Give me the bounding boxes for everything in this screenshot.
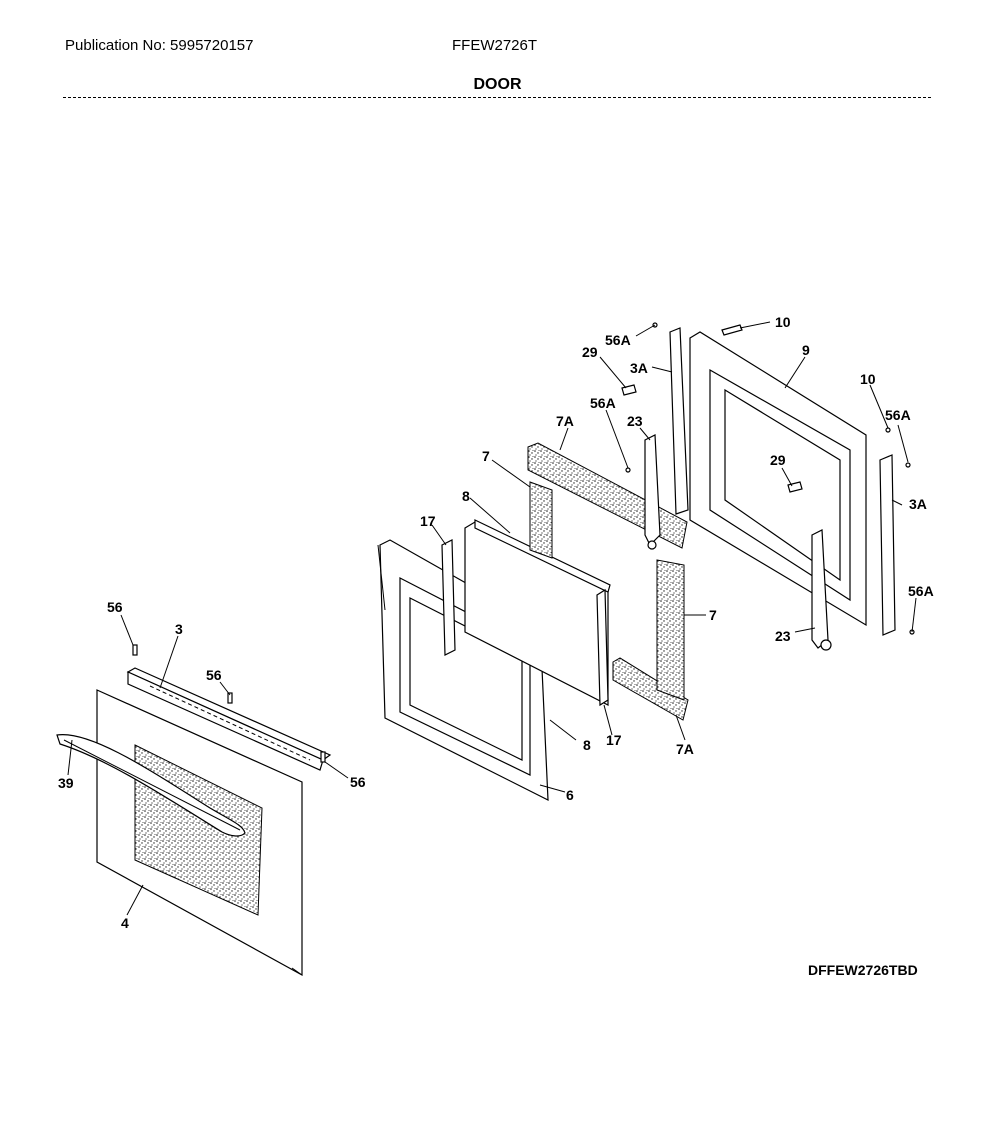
hinge-upper <box>644 434 661 550</box>
inner-door-frame <box>377 539 549 801</box>
callout-56a-right: 56A <box>885 407 911 423</box>
callout-7a-top: 7A <box>556 413 574 429</box>
callout-56-left: 56 <box>107 599 123 615</box>
leader-lines <box>67 321 917 916</box>
side-trim-left <box>669 327 689 515</box>
callout-56-right: 56 <box>350 774 366 790</box>
callout-8-top: 8 <box>462 488 470 504</box>
callout-23-top: 23 <box>627 413 643 429</box>
callout-7-left: 7 <box>482 448 490 464</box>
callout-29-center: 29 <box>770 452 786 468</box>
door-handle <box>56 734 246 837</box>
header-divider <box>63 97 931 98</box>
diagram-code: DFFEW2726TBD <box>808 962 918 978</box>
insulation-block-right <box>656 559 685 701</box>
side-bracket-right <box>596 588 609 707</box>
publication-number: Publication No: 5995720157 <box>65 37 254 54</box>
callout-17-bottom: 17 <box>606 732 622 748</box>
callout-6: 6 <box>566 787 574 803</box>
diagram-title: DOOR <box>473 76 522 93</box>
callout-17-top: 17 <box>420 513 436 529</box>
callout-39: 39 <box>58 775 74 791</box>
callout-56a-mid: 56A <box>590 395 616 411</box>
model-number: FFEW2726T <box>452 37 538 54</box>
insulation-strip-bottom <box>612 657 689 721</box>
callout-3a-right: 3A <box>909 496 927 512</box>
top-trim <box>126 667 332 771</box>
callout-56a-lower: 56A <box>908 583 934 599</box>
callout-9: 9 <box>802 342 810 358</box>
callout-29-left: 29 <box>582 344 598 360</box>
callout-10-top: 10 <box>775 314 791 330</box>
callout-7-right: 7 <box>709 607 717 623</box>
side-bracket-left <box>441 539 456 656</box>
callout-3: 3 <box>175 621 183 637</box>
callout-3a-left: 3A <box>630 360 648 376</box>
insulation-block-left <box>529 481 553 559</box>
glass-panel <box>464 519 611 706</box>
callout-8-bottom: 8 <box>583 737 591 753</box>
screws-and-pins <box>132 322 915 763</box>
callout-10-right: 10 <box>860 371 876 387</box>
callout-56-mid: 56 <box>206 667 222 683</box>
callout-7a-bottom: 7A <box>676 741 694 757</box>
callout-labels: 56A 10 29 3A 9 10 56A 7A 56A 23 29 3A 7 … <box>58 314 934 931</box>
side-trim-right <box>879 454 896 636</box>
callout-56a-top: 56A <box>605 332 631 348</box>
door-liner <box>689 331 867 627</box>
callout-4: 4 <box>121 915 129 931</box>
hinge-lower <box>811 529 832 651</box>
callout-23-bottom: 23 <box>775 628 791 644</box>
